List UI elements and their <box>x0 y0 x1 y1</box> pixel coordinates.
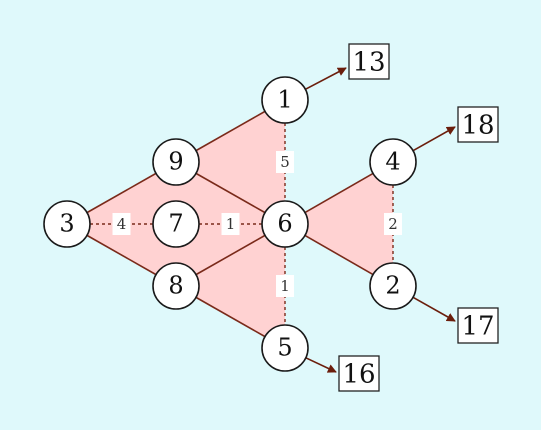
output-box: 13 <box>348 43 390 80</box>
output-box: 16 <box>338 355 380 392</box>
output-box-label: 13 <box>352 48 385 78</box>
output-box-label: 16 <box>342 360 375 390</box>
edge-weight-label: 1 <box>280 277 290 295</box>
edge-line <box>86 172 157 214</box>
node-label: 5 <box>277 334 292 362</box>
edge-weight: 2 <box>384 213 402 235</box>
graph-node: 7 <box>152 200 200 248</box>
output-box: 17 <box>457 307 499 344</box>
node-circle <box>152 262 200 310</box>
edge-weights: 4 1 5 1 2 <box>112 151 402 297</box>
graph-node: 1 <box>261 76 309 124</box>
edge-weight-label: 1 <box>226 215 236 233</box>
node-circle <box>261 324 309 372</box>
node-circle <box>261 76 309 124</box>
graph-node: 8 <box>152 262 200 310</box>
node-label: 8 <box>168 272 183 300</box>
node-circle <box>369 138 417 186</box>
edge-weight: 5 <box>276 151 294 173</box>
edge-line <box>304 234 374 276</box>
node-circle <box>152 138 200 186</box>
edge-line <box>195 234 266 276</box>
edge-line <box>195 172 266 214</box>
output-box: 18 <box>457 106 499 143</box>
edge-weight-label: 4 <box>117 215 127 233</box>
node-label: 7 <box>168 210 183 238</box>
edge-line <box>195 296 266 338</box>
node-label: 3 <box>59 210 74 238</box>
graph-node: 3 <box>43 200 91 248</box>
graph-node: 2 <box>369 262 417 310</box>
shaded-region <box>285 162 393 286</box>
edge-line <box>304 172 374 214</box>
output-box-label: 18 <box>461 111 494 141</box>
node-circle <box>261 200 309 248</box>
graph-node: 5 <box>261 324 309 372</box>
edge-weight: 4 <box>112 213 131 235</box>
edge-weight-label: 5 <box>280 153 290 171</box>
output-boxes: 13 18 17 16 <box>338 43 499 392</box>
output-arrow <box>412 296 456 322</box>
node-label: 9 <box>168 148 183 176</box>
node-circle <box>152 200 200 248</box>
node-circle <box>369 262 417 310</box>
edge-line <box>195 110 266 152</box>
node-label: 1 <box>277 86 292 114</box>
graph-nodes: 1 2 3 4 5 6 7 8 9 <box>43 76 417 372</box>
node-label: 4 <box>385 148 400 176</box>
edge-line <box>86 234 157 276</box>
output-arrows <box>304 67 456 373</box>
output-arrow <box>412 126 456 152</box>
node-circle <box>43 200 91 248</box>
graph-node: 6 <box>261 200 309 248</box>
output-arrow <box>305 357 337 373</box>
graph-node: 4 <box>369 138 417 186</box>
node-label: 2 <box>385 272 400 300</box>
edge-weight: 1 <box>221 213 240 235</box>
graph-node: 9 <box>152 138 200 186</box>
output-arrow <box>304 67 347 91</box>
edge-weight: 1 <box>276 275 294 297</box>
edge-weight-label: 2 <box>388 215 398 233</box>
output-box-label: 17 <box>461 312 494 342</box>
node-label: 6 <box>277 210 292 238</box>
